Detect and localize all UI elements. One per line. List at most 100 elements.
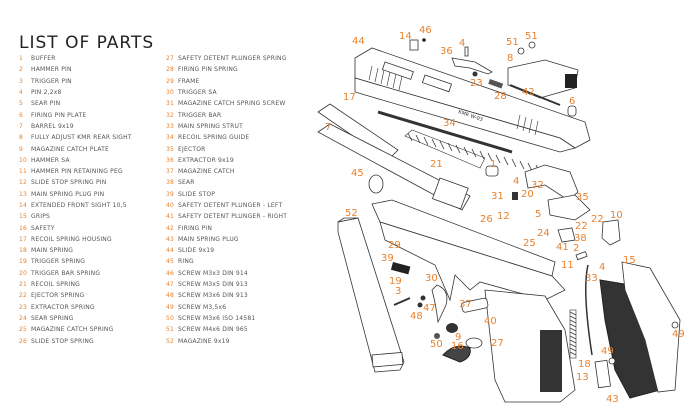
callout-45: 45 — [351, 168, 364, 179]
part-number: 14 — [19, 202, 28, 209]
part-name: EXTENDED FRONT SIGHT 10,5 — [31, 202, 127, 209]
part-name: SLIDE STOP SPRING PIN — [31, 179, 107, 187]
part-name: SCREW M3x5 DIN 913 — [178, 281, 248, 289]
part-name: SCREW M3,5x6 — [178, 303, 227, 311]
hammer-pin-part — [575, 251, 588, 261]
sear-part — [557, 227, 576, 243]
callout-38: 38 — [574, 233, 587, 244]
callout-12: 12 — [497, 211, 510, 222]
callout-51: 51 — [525, 31, 538, 42]
part-name: TRIGGER SA — [178, 89, 217, 97]
frame-part — [371, 199, 576, 403]
part-name: EXTRACTOR 9x19 — [178, 156, 234, 164]
callout-35: 35 — [576, 192, 589, 203]
part-name: MAGAZINE CATCH SPRING SCREW — [178, 100, 286, 108]
callout-48: 48 — [410, 311, 423, 322]
part-number: 12 — [19, 179, 28, 187]
part-name: SEAR SPRING — [31, 314, 74, 322]
part-number: 36 — [166, 156, 175, 164]
part-name: MAIN SPRING PLUG PIN — [31, 190, 105, 198]
part-name: FULLY ADJUST KMR REAR SIGHT — [31, 134, 132, 142]
part-number: 18 — [19, 247, 28, 255]
part-number: 34 — [166, 134, 175, 142]
part-name: SAFETY DETENT PLUNGER - RIGHT — [178, 213, 288, 221]
callout-24: 24 — [537, 228, 550, 239]
callout-27: 27 — [491, 338, 504, 349]
callout-25: 25 — [523, 238, 536, 249]
part-name: RECOIL SPRING GUIDE — [178, 134, 250, 142]
part-number: 6 — [19, 111, 24, 119]
part-number: 29 — [166, 77, 175, 85]
part-number: 32 — [166, 111, 175, 119]
callout-15: 15 — [623, 255, 636, 266]
callout-43: 43 — [606, 394, 619, 405]
part-name: EXTRACTOR SPRING — [31, 303, 95, 311]
callout-22: 22 — [591, 214, 604, 225]
callout-4: 4 — [459, 38, 465, 49]
callout-20: 20 — [521, 189, 534, 200]
part-name: MAIN SPRING STRUT — [178, 122, 243, 130]
magazine-catch-screw-part — [512, 192, 518, 200]
part-number: 7 — [19, 122, 24, 130]
part-number: 21 — [19, 281, 28, 289]
part-number: 26 — [19, 337, 28, 345]
callout-23: 23 — [470, 78, 483, 89]
part-number: 13 — [19, 190, 28, 198]
callout-1: 1 — [490, 159, 496, 170]
callout-30: 30 — [425, 273, 438, 284]
screw-part — [517, 47, 525, 55]
buffer-part — [485, 165, 499, 177]
part-number: 49 — [166, 303, 175, 311]
part-name: FRAME — [178, 77, 200, 85]
callout-6: 6 — [569, 96, 575, 107]
part-name: EJECTOR — [178, 145, 206, 153]
callout-49: 49 — [672, 329, 685, 340]
callout-50: 50 — [430, 339, 443, 350]
part-name: SAFETY — [31, 224, 55, 232]
trigger-part — [431, 284, 448, 324]
part-name: TRIGGER PIN — [31, 77, 72, 85]
main-spring-strut-part — [585, 264, 593, 356]
callout-42: 42 — [522, 87, 535, 98]
part-name: MAGAZINE CATCH SPRING — [31, 326, 114, 334]
part-number: 51 — [166, 326, 175, 334]
part-number: 44 — [166, 247, 175, 255]
part-number: 35 — [166, 145, 175, 153]
callout-41: 41 — [556, 242, 569, 253]
part-name: RING — [178, 258, 194, 266]
part-name: SCREW M3x6 DIN 913 — [178, 292, 248, 300]
part-number: 48 — [166, 292, 175, 300]
part-number: 42 — [166, 224, 175, 232]
callout-40: 40 — [484, 316, 497, 327]
recoil-spring-guide-part — [377, 110, 513, 154]
part-number: 47 — [166, 281, 175, 289]
part-name: MAGAZINE CATCH — [178, 168, 235, 176]
main-spring-part — [569, 309, 577, 359]
